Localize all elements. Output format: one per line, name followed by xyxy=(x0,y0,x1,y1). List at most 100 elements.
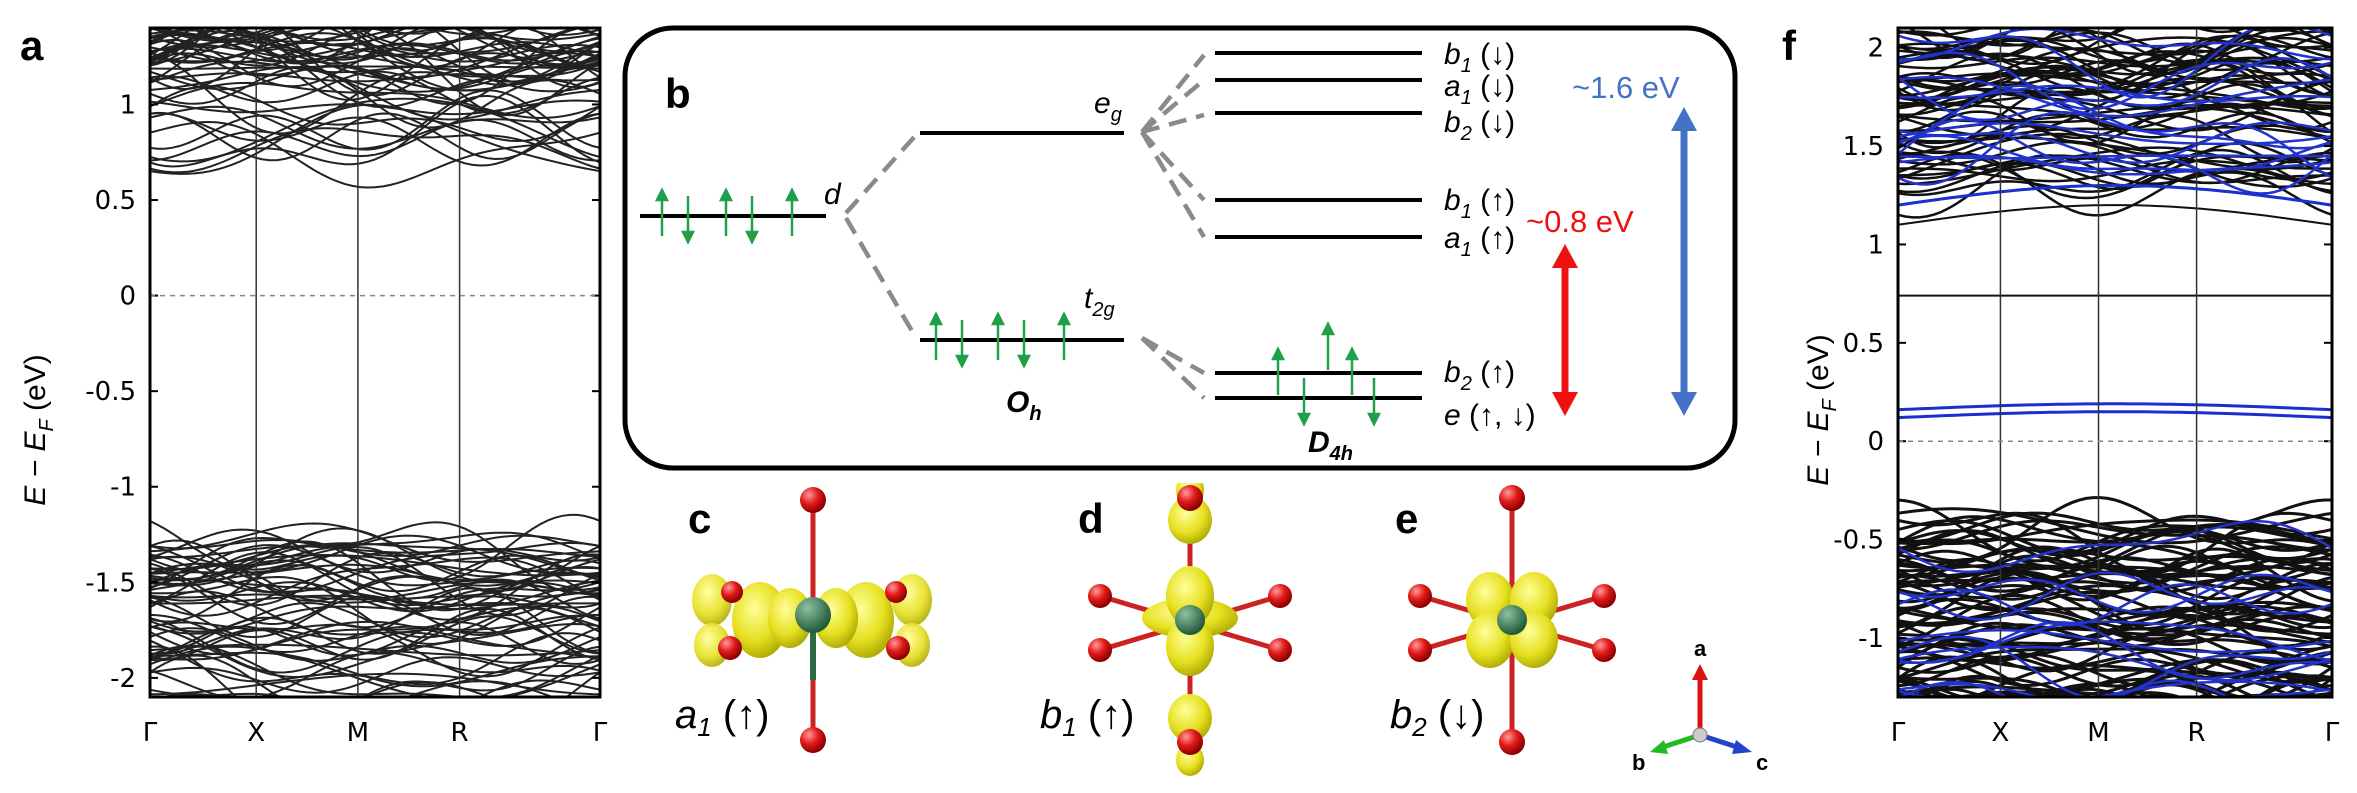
band-line xyxy=(150,554,600,577)
band-line xyxy=(1898,530,2332,569)
orbital-label-d: b1 (↑) xyxy=(1040,693,1134,742)
band-line xyxy=(150,127,600,174)
band-line xyxy=(1898,674,2332,697)
band-line xyxy=(1898,645,2332,682)
band-line xyxy=(150,679,600,697)
band-line xyxy=(1898,410,2332,420)
band-line xyxy=(1898,498,2332,563)
panel-letter-a: a xyxy=(20,22,44,69)
d-electrons xyxy=(654,187,800,245)
band-line xyxy=(150,672,600,696)
band-line xyxy=(233,28,579,80)
k-point-label: Γ xyxy=(593,718,608,748)
band-line xyxy=(231,28,443,65)
level-label-5: b2 (↑) xyxy=(1444,356,1515,395)
band-line xyxy=(1898,515,2332,571)
band-line xyxy=(150,522,600,563)
band-line xyxy=(1898,121,2332,164)
orbital-isosurfaces: c a1 (↑) d xyxy=(675,483,1768,776)
orbital-label-e: b2 (↓) xyxy=(1390,693,1484,742)
orbital-e xyxy=(1408,485,1616,755)
y-tick-label: 0 xyxy=(119,282,136,312)
band-line xyxy=(1898,84,2332,103)
band-line xyxy=(1898,51,2332,111)
orbital-d xyxy=(1088,483,1292,776)
level-label-3: b1 (↑) xyxy=(1444,184,1515,223)
band-line xyxy=(150,28,600,87)
band-line xyxy=(150,539,600,602)
t2g-label: t2g xyxy=(1084,282,1115,321)
band-line xyxy=(1906,28,2259,64)
band-line xyxy=(150,103,600,175)
y-tick-label: -1 xyxy=(1858,624,1884,654)
band-line xyxy=(1898,679,2332,697)
band-line xyxy=(150,105,600,150)
k-point-label: Γ xyxy=(2325,718,2340,748)
band-line xyxy=(150,65,600,129)
band-line xyxy=(347,28,521,69)
band-line xyxy=(150,513,600,582)
band-line xyxy=(150,556,600,617)
panel-letter-b: b xyxy=(665,70,691,117)
gap-arrow-large xyxy=(1671,107,1697,416)
y-tick-label: 2 xyxy=(1867,34,1884,64)
band-line xyxy=(1898,545,2332,594)
level-label-2: b2 (↓) xyxy=(1444,106,1515,145)
band-line xyxy=(150,28,600,89)
band-line xyxy=(1909,683,2217,697)
y-tick-label: 0.5 xyxy=(1843,329,1884,359)
band-line xyxy=(1898,613,2332,648)
band-line xyxy=(151,28,528,41)
band-line xyxy=(1898,511,2332,544)
band-line xyxy=(1898,28,2332,61)
y-axis-label-f: E − EF (eV) xyxy=(1802,334,1841,485)
band-line xyxy=(1969,663,2302,697)
band-lines-f xyxy=(1898,28,2332,697)
band-line xyxy=(2043,677,2236,697)
band-line xyxy=(1898,520,2332,574)
band-line xyxy=(1937,28,2250,58)
band-line xyxy=(1898,629,2332,654)
y-tick-label: -1 xyxy=(110,473,136,503)
band-line xyxy=(150,613,600,654)
k-point-label: Γ xyxy=(143,718,158,748)
panel-letter-d: d xyxy=(1078,495,1104,542)
axis-label-a: a xyxy=(1694,636,1707,661)
d4h-level-labels: b1 (↓) a1 (↓) b2 (↓) b1 (↑) a1 (↑) b2 (↑… xyxy=(1444,38,1536,432)
band-line xyxy=(2033,28,2308,33)
d4h-electrons xyxy=(1270,321,1382,427)
band-line xyxy=(150,40,600,92)
band-line xyxy=(150,521,600,594)
band-line xyxy=(157,681,493,697)
k-point-label: M xyxy=(2087,718,2109,748)
band-line xyxy=(150,578,600,610)
y-ticks-f: 21.510.50-0.5-1 xyxy=(1833,34,2332,654)
k-point-label: R xyxy=(2188,718,2206,748)
y-tick-label: 0.5 xyxy=(95,186,136,216)
d-label: d xyxy=(824,178,842,211)
band-line xyxy=(150,63,600,91)
band-line xyxy=(150,38,600,88)
band-line xyxy=(1898,620,2332,664)
band-line xyxy=(1898,573,2332,614)
band-line xyxy=(150,645,600,697)
k-point-label: X xyxy=(247,718,265,748)
band-line xyxy=(1898,132,2332,189)
oh-label: Oh xyxy=(1006,386,1042,425)
band-line xyxy=(1898,571,2332,621)
level-label-6: e (↑, ↓) xyxy=(1444,399,1536,432)
band-line xyxy=(1898,28,2332,76)
band-line xyxy=(1898,154,2332,160)
band-line xyxy=(1898,402,2332,412)
band-line xyxy=(1898,124,2332,156)
band-line xyxy=(150,632,600,686)
gap-arrow-small xyxy=(1552,244,1578,416)
t2g-electrons xyxy=(928,311,1072,369)
band-line xyxy=(150,94,600,168)
band-line xyxy=(1898,72,2332,85)
y-tick-label: 1.5 xyxy=(1843,132,1884,162)
gap-label-small: ~0.8 eV xyxy=(1526,204,1634,239)
